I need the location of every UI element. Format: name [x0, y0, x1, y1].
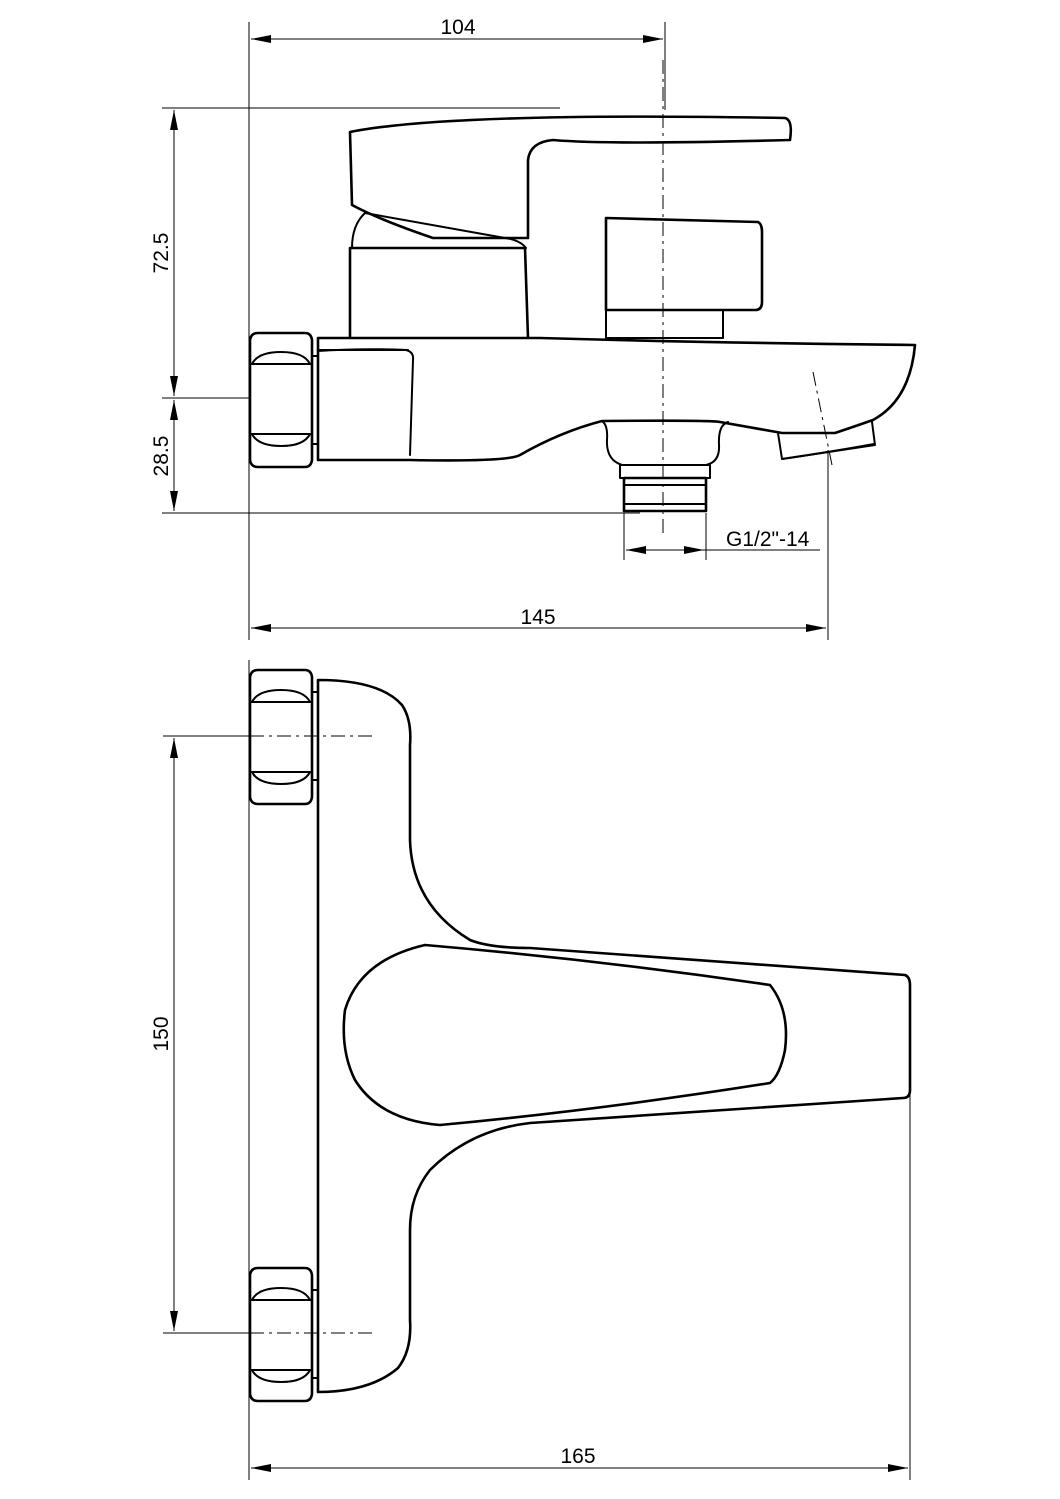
- hex-nut-plan-top: [248, 668, 319, 806]
- dimension-28-5: 28.5: [150, 400, 178, 511]
- dimension-165: 165: [251, 1445, 908, 1472]
- dimension-72-5: 72.5: [150, 110, 178, 396]
- hex-nut-plan-bottom: [248, 1266, 319, 1403]
- dimension-label-thread: G1/2"-14: [726, 528, 810, 551]
- dimension-label-72-5: 72.5: [150, 233, 173, 274]
- dimension-label-165: 165: [560, 1445, 595, 1468]
- dimension-label-145: 145: [520, 606, 555, 629]
- lever-handle-side: [348, 115, 793, 240]
- dimension-label-28-5: 28.5: [150, 436, 173, 477]
- spout-axis: [812, 371, 833, 466]
- dimension-150: 150: [150, 738, 178, 1331]
- dimension-thread: G1/2"-14: [626, 528, 820, 554]
- dimension-145: 145: [251, 606, 826, 632]
- diverter-knob-side: [604, 216, 764, 339]
- plan-view: 150 165: [150, 660, 912, 1480]
- dimension-label-150: 150: [150, 1016, 173, 1051]
- cartridge-housing: [348, 212, 530, 339]
- faucet-body-side: [316, 336, 917, 462]
- side-view: 104 72.5 28.5 G1/2"-14 145: [150, 16, 917, 640]
- lever-handle-plan: [342, 943, 788, 1127]
- dimension-label-104: 104: [440, 16, 475, 39]
- faucet-body-plan: [316, 678, 912, 1394]
- bottom-outlet-connector: [601, 420, 729, 513]
- hex-nut-side: [248, 331, 319, 469]
- dimension-104: 104: [251, 16, 663, 43]
- spout-outlet: [777, 421, 876, 460]
